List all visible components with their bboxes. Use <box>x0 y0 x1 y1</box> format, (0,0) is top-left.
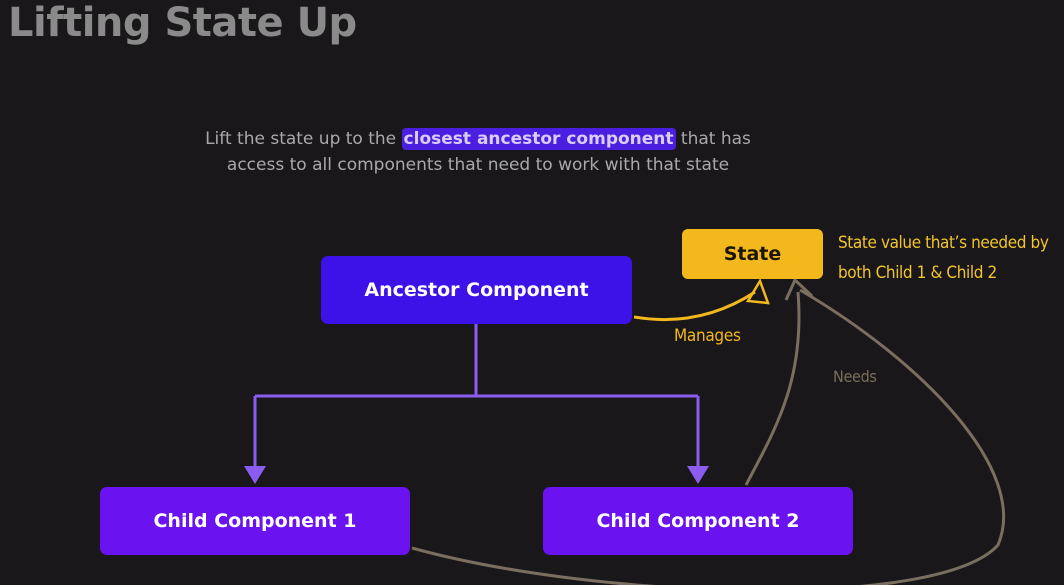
intro-highlight: closest ancestor component <box>401 128 676 150</box>
needs-label: Needs <box>833 367 877 386</box>
needs-arrow-line-child1 <box>411 288 1005 585</box>
child-component-1-box: Child Component 1 <box>100 487 410 555</box>
page-title: Lifting State Up <box>8 0 357 46</box>
tree-right-arrowhead <box>687 466 709 484</box>
tree-left-arrowhead <box>244 466 266 484</box>
manages-label: Manages <box>674 326 741 346</box>
manages-arrow-line <box>633 290 756 322</box>
intro-text: Lift the state up to the closest ancesto… <box>190 126 766 178</box>
ancestor-component-box: Ancestor Component <box>321 256 632 324</box>
manages-arrowhead <box>745 278 770 305</box>
needs-arrow-line-child2 <box>744 291 801 486</box>
needs-arrowhead <box>784 277 814 301</box>
state-box: State <box>682 229 823 279</box>
intro-text-start: Lift the state up to the <box>205 129 402 149</box>
child-component-2-box: Child Component 2 <box>543 487 853 555</box>
intro-text-end: that has access to all components that n… <box>226 129 751 175</box>
state-note: State value that’s needed by both Child … <box>838 233 1049 283</box>
